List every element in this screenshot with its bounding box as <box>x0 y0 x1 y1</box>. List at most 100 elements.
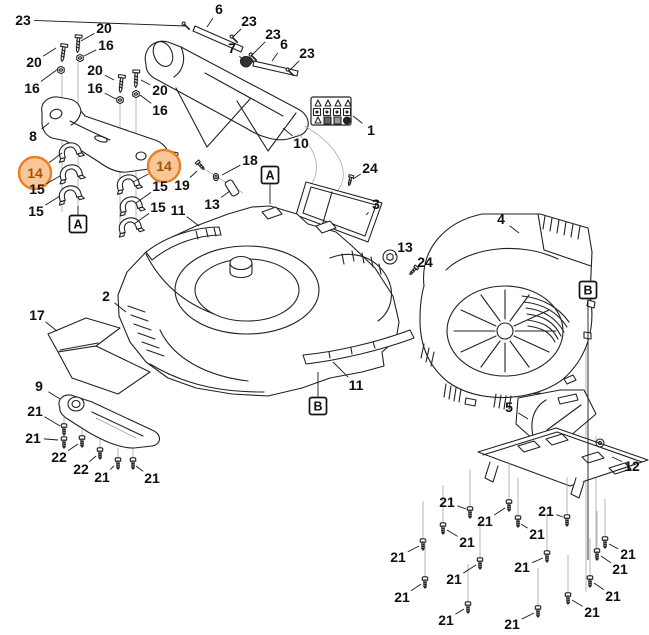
callout-text: 3 <box>372 196 380 212</box>
fastener-screw-21 <box>466 469 474 519</box>
callout-leader-line <box>251 41 266 56</box>
callout-leader-line <box>41 122 50 130</box>
callout-leader-line <box>48 152 63 163</box>
callout-leader-line <box>140 79 151 86</box>
part-bolt-19 <box>194 159 207 172</box>
fastener-screw-20-c <box>116 74 126 94</box>
part-callout-23: 23 <box>232 13 257 38</box>
part-callout-21: 21 <box>600 555 628 577</box>
callout-text: B <box>313 400 322 414</box>
callout-text: 1 <box>367 122 375 138</box>
part-callout-21: 21 <box>394 583 422 605</box>
ref-marker-B: B <box>578 280 598 560</box>
callout-text: 16 <box>24 80 40 96</box>
part-callout-14[interactable]: 14 <box>17 152 63 191</box>
callout-text: 15 <box>152 178 168 194</box>
part-callout-13: 13 <box>204 190 231 212</box>
fastener-screw-21 <box>601 499 609 549</box>
part-callout-21: 21 <box>27 403 61 427</box>
callout-leader-line <box>415 268 418 271</box>
part-callout-20: 20 <box>80 20 112 42</box>
fastener-screw-21-bl-4 <box>129 457 137 470</box>
part-callout-14[interactable]: 14 <box>132 148 182 184</box>
callout-text: 22 <box>51 449 67 465</box>
callout-leader-line <box>593 582 605 591</box>
callout-text: 21 <box>390 549 406 565</box>
callout-leader-line <box>44 416 61 427</box>
callout-text: 22 <box>73 461 89 477</box>
callout-leader-line <box>531 557 544 564</box>
callout-text: 20 <box>26 54 42 70</box>
callout-text: 12 <box>624 458 640 474</box>
part-callout-16: 16 <box>24 68 59 96</box>
highlight-circle[interactable] <box>17 155 53 191</box>
part-callout-11: 11 <box>332 361 364 393</box>
callout-text: 24 <box>362 160 378 176</box>
part-callout-21: 21 <box>446 564 477 587</box>
callout-leader-line <box>189 170 198 178</box>
callout-text: 21 <box>459 534 475 550</box>
part-callout-13: 13 <box>394 239 413 256</box>
callout-leader-line <box>67 443 79 452</box>
fastener-screw-21-bl-1 <box>60 423 68 436</box>
callout-leader-line <box>493 507 506 516</box>
callout-text: 21 <box>605 588 621 604</box>
part-callout-20: 20 <box>87 62 115 81</box>
fastener-screw-21 <box>439 485 447 535</box>
callout-leader-line <box>365 211 369 216</box>
fastener-nut-16-c <box>116 95 124 105</box>
callout-text: 21 <box>27 403 43 419</box>
callout-text: 17 <box>29 307 45 323</box>
callout-text: 21 <box>538 503 554 519</box>
part-callout-21: 21 <box>25 430 59 446</box>
callout-text: 7 <box>228 40 236 56</box>
callout-text: 21 <box>514 559 530 575</box>
part-callout-6: 6 <box>271 36 288 62</box>
part-safety-label-1 <box>310 96 352 126</box>
fastener-screw-24-top <box>346 174 355 187</box>
fastener-screw-21 <box>534 568 542 618</box>
part-callout-21: 21 <box>538 503 564 519</box>
callout-text: 21 <box>25 430 41 446</box>
part-callout-16: 16 <box>139 94 168 118</box>
fastener-screw-21 <box>563 477 571 527</box>
reference-box <box>68 214 88 234</box>
part-callout-22: 22 <box>51 443 79 465</box>
callout-leader-line <box>332 361 349 378</box>
callout-text: 10 <box>293 135 309 151</box>
part-callout-19: 19 <box>174 170 198 193</box>
callout-leader-line <box>33 19 187 27</box>
fastener-screw-21 <box>419 501 427 551</box>
callout-leader-line <box>109 465 115 470</box>
part-callout-21: 21 <box>135 465 160 486</box>
callout-leader-line <box>600 555 612 564</box>
callout-leader-line <box>410 583 422 592</box>
callout-leader-line <box>43 47 57 57</box>
fastener-screw-21 <box>586 538 594 588</box>
part-rod-6-left <box>192 25 244 53</box>
part-lever-7 <box>240 56 254 68</box>
reference-box <box>578 280 598 300</box>
callout-text: 19 <box>174 177 190 193</box>
callout-leader-line <box>289 60 300 71</box>
callout-leader-line <box>220 190 231 198</box>
part-fan-housing-4 <box>419 213 596 410</box>
part-callout-21: 21 <box>608 543 636 562</box>
highlight-circle[interactable] <box>146 148 182 184</box>
fastener-screw-20-b <box>73 34 83 54</box>
fastener-screw-21 <box>514 478 522 528</box>
callout-leader-line <box>43 438 59 441</box>
callout-text: 24 <box>417 254 433 270</box>
part-deflector-17 <box>47 317 151 395</box>
callout-leader-line <box>352 115 363 124</box>
callout-leader-line <box>518 412 529 420</box>
callout-leader-line <box>46 175 61 184</box>
callout-leader-line <box>282 127 293 137</box>
callout-text: 23 <box>265 26 281 42</box>
callout-text: 5 <box>505 399 513 415</box>
callout-leader-line <box>206 17 214 28</box>
callout-leader-line <box>232 28 242 38</box>
callout-leader-line <box>556 514 564 518</box>
part-washer-18 <box>212 172 220 182</box>
